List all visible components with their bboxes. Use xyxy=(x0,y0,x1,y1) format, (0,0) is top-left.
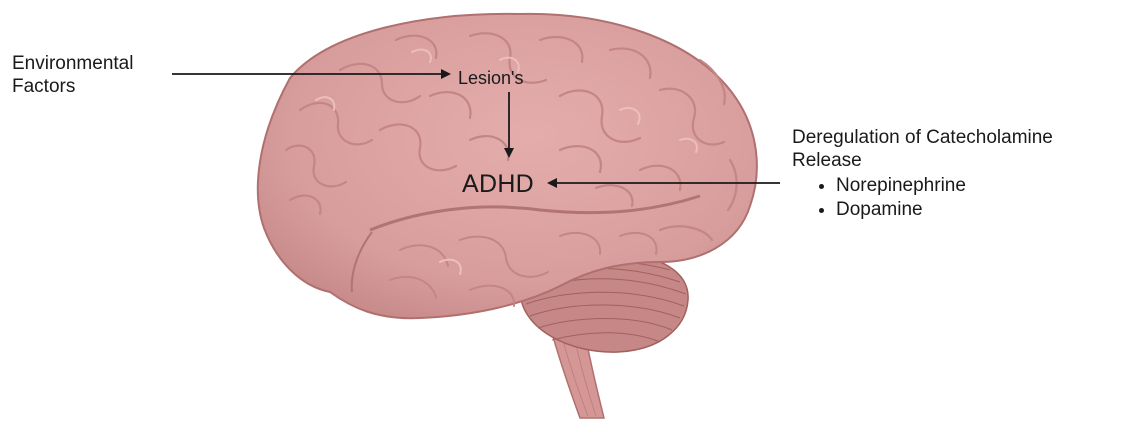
deregulation-title: Deregulation of Catecholamine Release xyxy=(792,126,1122,172)
catecholamine-list: Norepinephrine Dopamine xyxy=(792,174,1122,222)
lesions-label: Lesion's xyxy=(458,67,523,90)
environmental-factors-label: Environmental Factors xyxy=(12,52,172,98)
cerebrum xyxy=(258,14,757,318)
list-item-norepinephrine: Norepinephrine xyxy=(836,174,1122,198)
list-item-dopamine: Dopamine xyxy=(836,198,1122,222)
catecholamine-deregulation-block: Deregulation of Catecholamine Release No… xyxy=(792,126,1122,222)
adhd-label: ADHD xyxy=(462,169,534,199)
